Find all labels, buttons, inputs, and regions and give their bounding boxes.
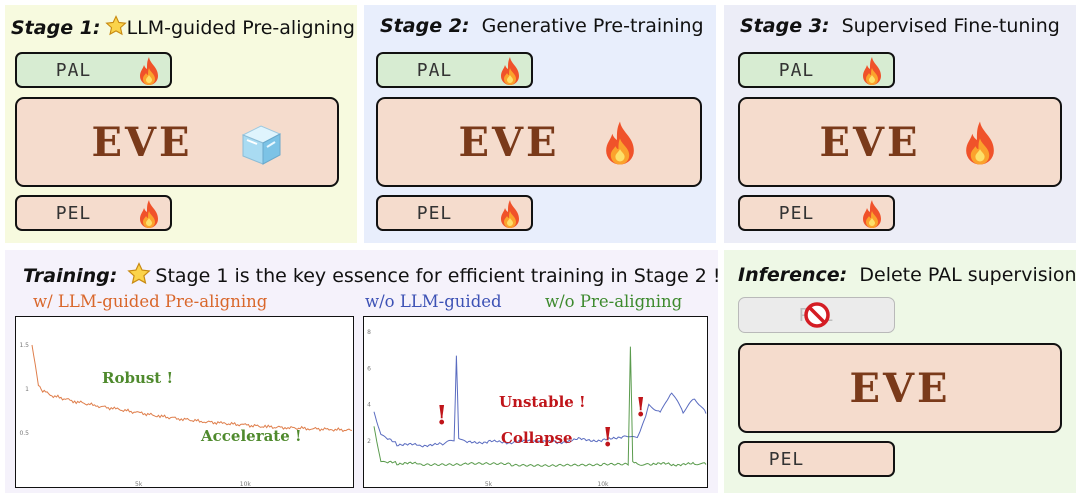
stage1-title: Stage 1: LLM-guided Pre-aligning [11,15,355,42]
y-tick-label: 6 [367,365,371,372]
training-label: Training: [23,265,118,287]
eve-module: EVE [738,97,1062,187]
pel-label: PEL [55,202,92,224]
inference-label: Inference: [738,264,848,286]
fire-icon [600,119,640,172]
pal-label: PAL [416,59,453,81]
pal-module: PAL [376,52,533,88]
pel-module: PEL [15,195,172,231]
fire-icon [136,199,162,234]
inference-title: Inference: Delete PAL supervision [738,264,1077,286]
eve-label: EVE [458,118,560,166]
inference-text: Delete PAL supervision [859,264,1077,286]
eve-module: EVE [738,343,1062,433]
right-chart-plot: 5k 10k 8 6 4 2 [367,329,707,488]
x-tick-label: 10k [597,481,609,488]
inference-panel: Inference: Delete PAL supervision PAL EV… [724,250,1077,493]
robust-annotation: Robust ! [102,369,174,387]
right-chart-caption-a: w/o LLM-guided [365,292,502,311]
pel-label: PEL [768,448,805,470]
left-chart: 5k 10k 1.5 1 0.5 Robust ! Accelerate ! [15,316,354,488]
pel-label: PEL [416,202,453,224]
pel-module: PEL [738,441,895,477]
fire-icon [136,56,162,91]
training-title: Training: Stage 1 is the key essence for… [23,262,720,291]
fire-icon [497,199,523,234]
left-chart-plot: 5k 10k 1.5 1 0.5 [19,342,353,488]
pal-module: PAL [15,52,172,88]
stage3-label: Stage 3: [740,15,830,37]
pel-label: PEL [778,202,815,224]
accelerate-annotation: Accelerate ! [201,427,302,445]
y-tick-label: 1.5 [19,342,29,349]
stage2-name: Generative Pre-training [481,15,704,37]
eve-label: EVE [819,118,921,166]
pal-module-disabled: PAL [738,297,895,333]
y-tick-label: 2 [367,438,371,445]
stage3-title: Stage 3: Supervised Fine-tuning [740,15,1060,37]
stage2-label: Stage 2: [380,15,470,37]
fire-icon [859,56,885,91]
exclaim-mark: ! [635,393,647,423]
left-chart-caption: w/ LLM-guided Pre-aligning [33,292,268,311]
exclaim-mark: ! [436,401,448,431]
pal-module: PAL [738,52,895,88]
fire-icon [497,56,523,91]
pel-module: PEL [376,195,533,231]
pal-label: PAL [778,59,815,81]
right-chart: 5k 10k 8 6 4 2 Unstable ! Collapse ! ! ! [363,316,708,488]
series-line [373,346,707,468]
exclaim-mark: ! [602,423,614,453]
eve-module: EVE [15,97,339,187]
y-tick-label: 8 [367,329,371,336]
series-line [31,344,353,433]
fire-icon [859,199,885,234]
stage3-panel: Stage 3: Supervised Fine-tuning PAL EVE … [724,5,1076,243]
eve-label: EVE [91,118,193,166]
y-tick-label: 0.5 [19,430,29,437]
right-chart-caption-b: w/o Pre-aligning [545,292,683,311]
training-panel: Training: Stage 1 is the key essence for… [5,250,720,493]
stage1-name: LLM-guided Pre-aligning [126,17,355,39]
x-tick-label: 5k [135,481,143,488]
eve-module: EVE [376,97,702,187]
stage2-panel: Stage 2: Generative Pre-training PAL EVE… [364,5,716,243]
star-icon [104,15,127,42]
y-tick-label: 1 [25,386,29,393]
stage3-name: Supervised Fine-tuning [841,15,1060,37]
eve-label: EVE [849,364,951,412]
training-text: Stage 1 is the key essence for efficient… [155,265,721,287]
pal-label: PAL [55,59,92,81]
x-tick-label: 5k [485,481,493,488]
pel-module: PEL [738,195,895,231]
stage2-title: Stage 2: Generative Pre-training [380,15,704,37]
fire-icon [960,119,1000,172]
star-icon [127,262,152,291]
stage1-label: Stage 1: [11,17,101,39]
x-tick-label: 10k [240,481,252,488]
y-tick-label: 4 [367,402,371,409]
series-line [373,355,707,448]
ice-cube-icon [237,121,285,172]
stage1-panel: Stage 1: LLM-guided Pre-aligning PAL EVE… [5,5,357,243]
collapse-annotation: Collapse [501,429,573,447]
prohibited-icon [803,301,831,334]
unstable-annotation: Unstable ! [499,393,586,411]
